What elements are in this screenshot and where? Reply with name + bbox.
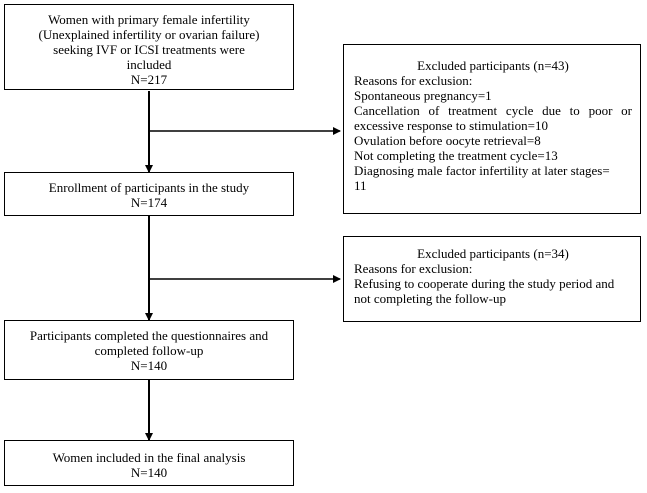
- excluded1-line-3: Cancellation of treatment cycle due to p…: [354, 103, 632, 118]
- excluded1-line-4: excessive response to stimulation=10: [354, 118, 548, 133]
- excluded2-line-1: Reasons for exclusion:: [354, 261, 473, 276]
- excluded1-line-5: Ovulation before oocyte retrieval=8: [354, 133, 541, 148]
- enrollment-label: Enrollment of participants in the study: [48, 180, 250, 195]
- excluded1-title: Excluded participants (n=43): [417, 58, 569, 73]
- excluded1-line-2: Spontaneous pregnancy=1: [354, 88, 492, 103]
- start-line-3: seeking IVF or ICSI treatments were: [53, 42, 245, 57]
- excluded2-line-2: Refusing to cooperate during the study p…: [354, 276, 615, 291]
- final-count: N=140: [130, 465, 168, 480]
- start-count: N=217: [130, 72, 168, 87]
- completed-count: N=140: [130, 358, 168, 373]
- completed-line-2: completed follow-up: [94, 343, 204, 358]
- final-label: Women included in the final analysis: [52, 450, 246, 465]
- excluded2-title: Excluded participants (n=34): [417, 246, 569, 261]
- box-excluded-participants-2: Excluded participants (n=34) Reasons for…: [343, 236, 641, 322]
- excluded1-line-1: Reasons for exclusion:: [354, 73, 473, 88]
- start-line-2: (Unexplained infertility or ovarian fail…: [38, 27, 260, 42]
- start-line-1: Women with primary female infertility: [48, 12, 250, 27]
- box-excluded-participants-1: Excluded participants (n=43) Reasons for…: [343, 44, 641, 214]
- enrollment-count: N=174: [130, 195, 168, 210]
- excluded2-line-3: not completing the follow-up: [354, 291, 507, 306]
- box-final-analysis: Women included in the final analysis N=1…: [4, 440, 294, 486]
- start-line-4: included: [126, 57, 172, 72]
- box-completed-follow-up: Participants completed the questionnaire…: [4, 320, 294, 380]
- completed-line-1: Participants completed the questionnaire…: [29, 328, 269, 343]
- box-initial-population: Women with primary female infertility (U…: [4, 4, 294, 90]
- box-enrollment: Enrollment of participants in the study …: [4, 172, 294, 216]
- excluded1-line-7: Diagnosing male factor infertility at la…: [354, 163, 610, 178]
- excluded1-line-6: Not completing the treatment cycle=13: [354, 148, 558, 163]
- excluded1-line-8: 11: [354, 178, 367, 193]
